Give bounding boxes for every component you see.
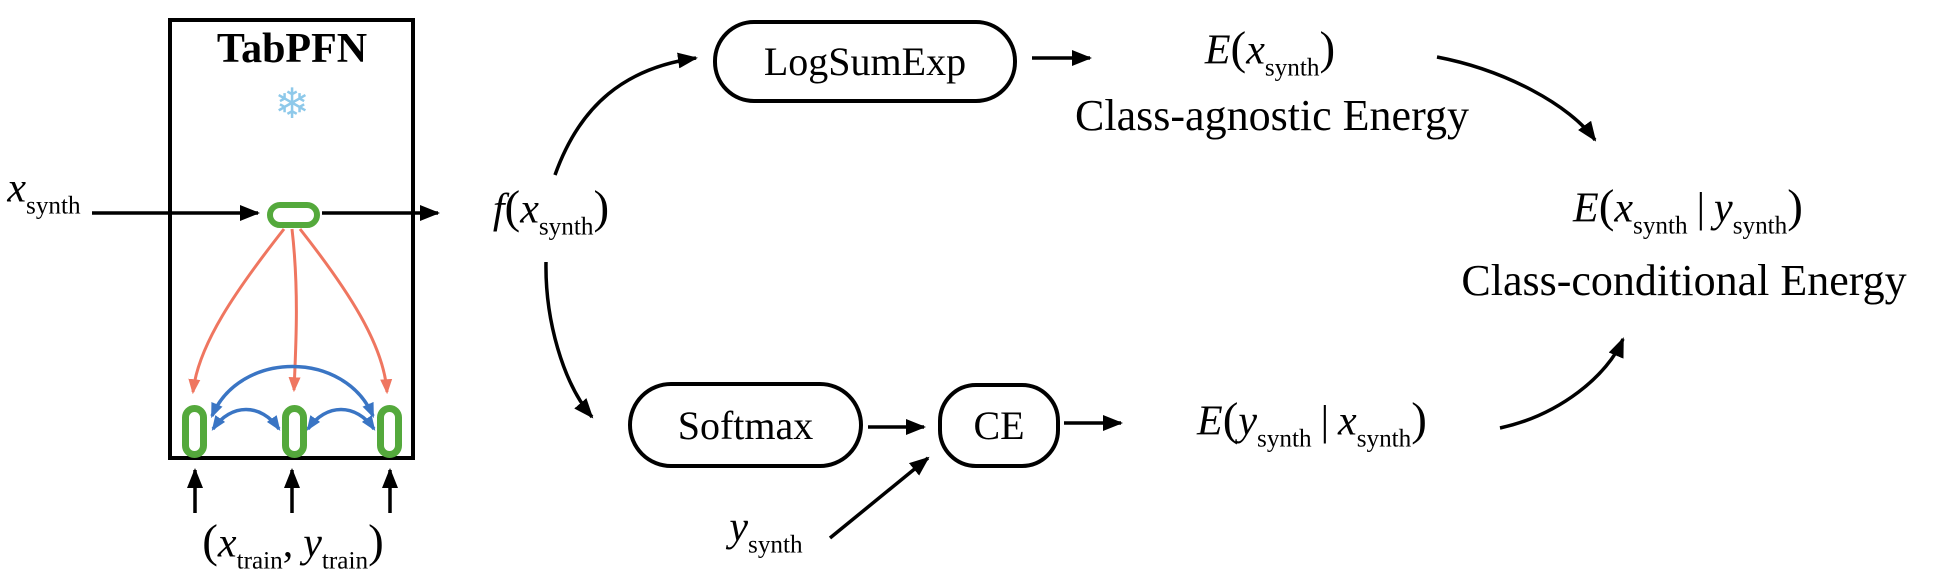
x-synth-sub: synth <box>26 193 81 221</box>
label-train-pair: (xtrain,ytrain) <box>202 515 384 576</box>
x-train-sub: train <box>236 548 283 576</box>
train-token <box>377 405 402 458</box>
arrow-f-to-softmax <box>544 261 594 419</box>
arrow-ysynth-to-ce <box>828 456 930 540</box>
attention-arc-blue-outer <box>210 364 375 419</box>
conditional-bar: | <box>1696 185 1706 232</box>
softmax-node: Softmax <box>628 382 863 468</box>
paren-open: ( <box>1230 22 1247 75</box>
attention-arc-blue-left <box>211 407 281 431</box>
y-synth-sub: synth <box>748 532 803 560</box>
paren-close: ) <box>368 515 384 568</box>
paren-open: ( <box>504 181 521 234</box>
train-token <box>182 405 207 458</box>
train-token <box>282 405 307 458</box>
x-sub: synth <box>1633 213 1688 241</box>
label-energy-x: E(xsynth) <box>1204 22 1336 83</box>
softmax-label: Softmax <box>677 402 814 448</box>
label-f-x-synth: f(xsynth) <box>492 181 610 242</box>
y-train-var: y <box>303 520 322 567</box>
energy-var: E <box>1573 185 1599 232</box>
tabpfn-box <box>168 18 415 460</box>
y-var: y <box>1714 185 1733 232</box>
conditional-bar: | <box>1320 398 1330 445</box>
caption-class-conditional: Class-conditional Energy <box>1461 256 1907 305</box>
cross-entropy-node: CE <box>938 383 1060 468</box>
x-var: x <box>1246 27 1265 74</box>
y-sub: synth <box>1257 426 1312 454</box>
energy-var: E <box>1204 27 1231 74</box>
snowflake-icon: ❄ <box>274 79 310 128</box>
label-x-synth: xsynth <box>7 165 81 221</box>
attention-arrow-red-right <box>298 228 393 395</box>
paren-close: ) <box>1411 393 1427 446</box>
arrow-agnostic-to-conditional <box>1436 55 1597 142</box>
caption-class-agnostic: Class-agnostic Energy <box>1075 91 1469 140</box>
x-sub: synth <box>1264 55 1320 83</box>
query-token-pill <box>267 202 320 228</box>
x-sub: synth <box>1356 426 1412 454</box>
attention-arrow-red-middle <box>288 228 301 393</box>
y-synth-var: y <box>729 504 749 551</box>
paren-open: ( <box>202 515 218 568</box>
x-train-var: x <box>217 520 237 567</box>
cross-entropy-label: CE <box>973 403 1025 448</box>
x-synth-var: x <box>7 165 27 212</box>
y-sub: synth <box>1732 213 1788 241</box>
paren-open: ( <box>1598 180 1615 233</box>
tabpfn-title: TabPFN <box>216 26 368 72</box>
x-var: x <box>1338 398 1357 445</box>
logsumexp-node: LogSumExp <box>713 20 1017 103</box>
arrow-f-to-logsumexp <box>553 52 698 176</box>
paren-close: ) <box>1787 180 1803 233</box>
y-train-sub: train <box>321 548 369 576</box>
label-energy-x-given-y: E(xsynth|ysynth) <box>1573 180 1803 241</box>
comma: , <box>282 520 294 567</box>
f-var: f <box>492 186 505 233</box>
attention-arrow-red-left <box>188 228 286 395</box>
energy-var: E <box>1197 398 1223 445</box>
arrow-yenergy-to-conditional <box>1499 337 1625 430</box>
paren-open: ( <box>1222 393 1239 446</box>
f-x-var: x <box>520 186 539 233</box>
label-energy-y-given-x: E(ysynth|xsynth) <box>1197 393 1427 454</box>
f-x-sub: synth <box>538 214 594 242</box>
y-var: y <box>1238 398 1258 445</box>
x-var: x <box>1614 185 1634 232</box>
paren-close: ) <box>593 181 610 234</box>
label-y-synth: ysynth <box>729 504 803 560</box>
paren-close: ) <box>1319 22 1336 75</box>
attention-arc-blue-right <box>306 407 376 431</box>
logsumexp-label: LogSumExp <box>763 39 967 84</box>
